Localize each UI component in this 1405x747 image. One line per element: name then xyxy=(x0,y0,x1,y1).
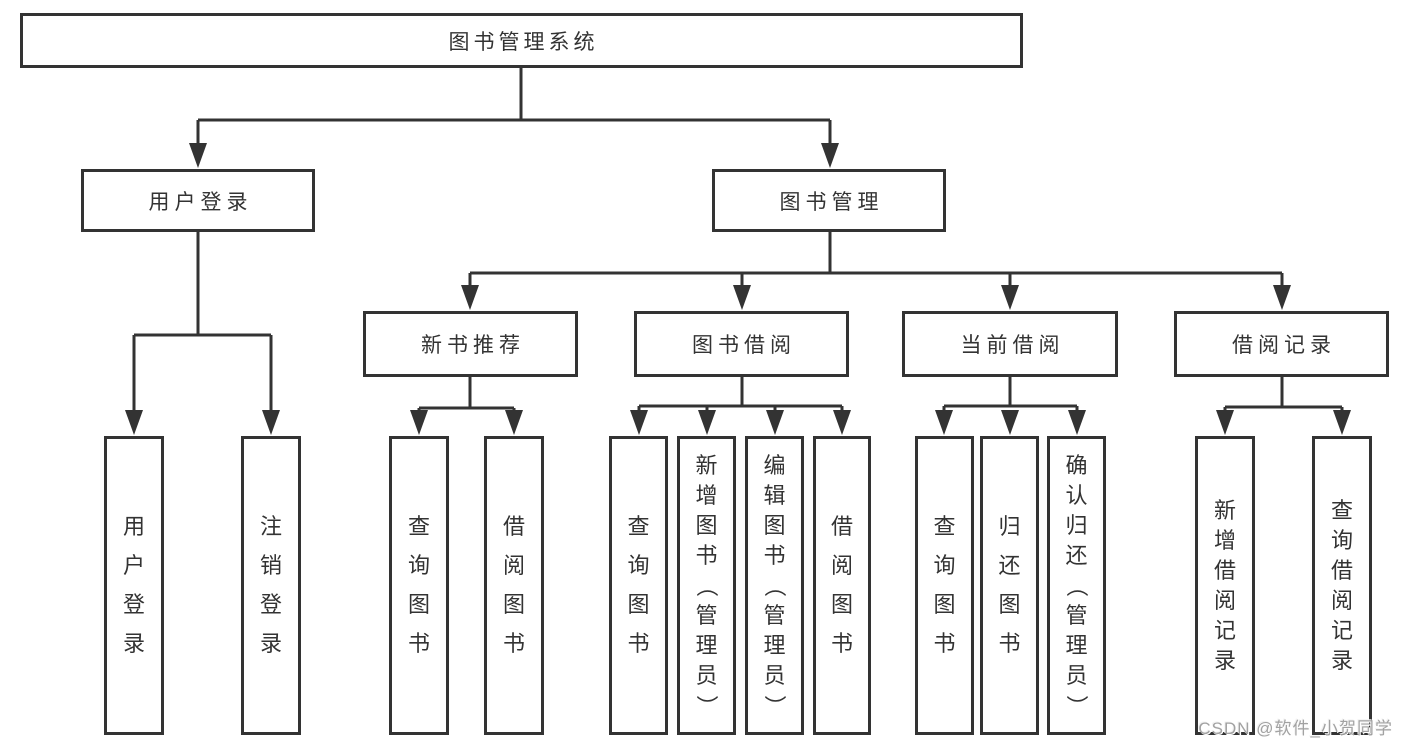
connector-group-borrow-records xyxy=(1216,377,1351,435)
node-book-management: 图书管理 xyxy=(712,169,946,232)
connector-group-book-borrow xyxy=(630,377,851,435)
node-library-management-system: 图书管理系统 xyxy=(20,13,1023,68)
node-leaf-logout: 注销登录 xyxy=(241,436,301,735)
node-leaf-add-books-admin: 新增图书（管理员） xyxy=(677,436,736,735)
node-leaf-edit-books-admin: 编辑图书（管理员） xyxy=(745,436,804,735)
node-label: 确认归还（管理员） xyxy=(1064,452,1090,717)
node-label: 查询借阅记录 xyxy=(1330,497,1353,673)
node-leaf-confirm-return-admin: 确认归还（管理员） xyxy=(1047,436,1106,735)
node-label: 归还图书 xyxy=(998,514,1021,656)
node-leaf-query-borrow-record: 查询借阅记录 xyxy=(1312,436,1372,735)
node-leaf-query-books-current: 查询图书 xyxy=(915,436,974,735)
node-label: 新增图书（管理员） xyxy=(694,452,720,717)
csdn-watermark: CSDN @软件_小贺同学 xyxy=(1198,719,1393,738)
node-label: 查询图书 xyxy=(627,514,650,656)
node-leaf-query-books-recommend: 查询图书 xyxy=(389,436,449,735)
node-label: 查询图书 xyxy=(407,514,430,656)
node-leaf-borrow-books-recommend: 借阅图书 xyxy=(484,436,544,735)
node-label: 用户登录 xyxy=(148,190,253,214)
connector-group-user-login xyxy=(125,232,280,435)
node-leaf-query-books-borrow: 查询图书 xyxy=(609,436,668,735)
node-label: 图书管理 xyxy=(779,190,884,214)
node-borrow-records: 借阅记录 xyxy=(1174,311,1389,377)
node-label: 新增借阅记录 xyxy=(1213,497,1236,673)
node-label: 借阅图书 xyxy=(830,514,853,656)
node-label: 当前借阅 xyxy=(960,334,1065,357)
node-label: 借阅图书 xyxy=(502,514,525,656)
node-label: 新书推荐 xyxy=(421,334,525,357)
node-label: 注销登录 xyxy=(259,514,282,656)
node-label: 图书管理系统 xyxy=(448,30,599,54)
node-label: 查询图书 xyxy=(933,514,956,656)
node-leaf-add-borrow-record: 新增借阅记录 xyxy=(1195,436,1255,735)
node-book-borrow: 图书借阅 xyxy=(634,311,849,377)
node-user-login: 用户登录 xyxy=(81,169,315,232)
connector-group-new-book-recommend xyxy=(410,377,523,435)
node-leaf-borrow-books: 借阅图书 xyxy=(813,436,871,735)
node-leaf-return-books: 归还图书 xyxy=(980,436,1039,735)
node-label: 图书借阅 xyxy=(692,334,796,357)
node-label: 编辑图书（管理员） xyxy=(762,452,788,717)
node-label: 用户登录 xyxy=(122,514,145,656)
connector-group-current-borrow xyxy=(935,377,1086,435)
node-label: 借阅记录 xyxy=(1232,334,1336,357)
connector-group-book-management xyxy=(461,232,1291,310)
node-leaf-user-login: 用户登录 xyxy=(104,436,164,735)
connector-group-root xyxy=(189,67,839,168)
node-new-book-recommend: 新书推荐 xyxy=(363,311,578,377)
node-current-borrow: 当前借阅 xyxy=(902,311,1118,377)
